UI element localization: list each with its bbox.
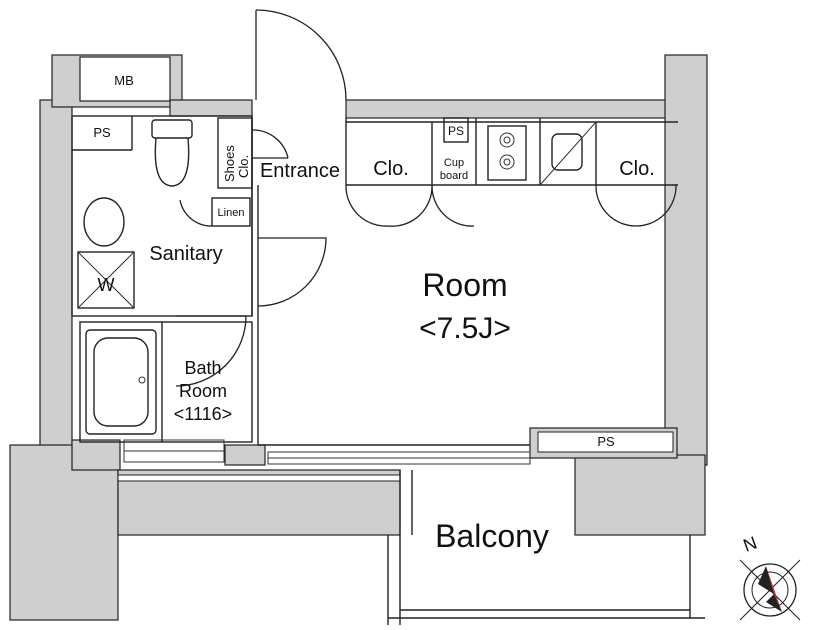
interior-partitions bbox=[71, 115, 705, 625]
closet-right-label: Clo. bbox=[619, 158, 655, 180]
washer-label: W bbox=[98, 275, 115, 295]
bathtub-icon bbox=[85, 329, 157, 435]
ps-sanitary-label: PS bbox=[93, 125, 111, 140]
entrance-label: Entrance bbox=[260, 160, 340, 182]
room-name-label: Room bbox=[422, 267, 507, 303]
gas-stove-icon bbox=[487, 125, 527, 181]
structural-walls bbox=[9, 54, 708, 621]
bath-room-size-label: <1116> bbox=[174, 404, 232, 424]
doors bbox=[175, 9, 677, 387]
bath-room-label-1: Bath bbox=[184, 358, 221, 378]
cupboard-label-1: Cup bbox=[444, 157, 464, 169]
washer-icon bbox=[77, 251, 135, 309]
shoes-closet-label-2: Clo. bbox=[236, 155, 251, 178]
toilet-icon bbox=[151, 119, 193, 187]
cupboard-label-2: board bbox=[440, 170, 468, 182]
linen-label: Linen bbox=[218, 207, 245, 219]
room-size-label: <7.5J> bbox=[419, 312, 511, 345]
bath-room-label-2: Room bbox=[179, 381, 227, 401]
compass-rose-icon bbox=[739, 559, 801, 621]
ps-room-label: PS bbox=[597, 434, 615, 449]
sanitary-label: Sanitary bbox=[149, 243, 222, 265]
kitchen-sink-icon bbox=[539, 121, 597, 186]
ps-kitchen-label: PS bbox=[448, 124, 464, 138]
shoes-closet-label-1: Shoes bbox=[222, 145, 237, 182]
balcony-label: Balcony bbox=[435, 518, 549, 554]
compass-north-label: N bbox=[741, 533, 760, 556]
washbasin-icon bbox=[83, 197, 125, 247]
closet-left-label: Clo. bbox=[373, 158, 409, 180]
mb-label: MB bbox=[114, 73, 134, 88]
